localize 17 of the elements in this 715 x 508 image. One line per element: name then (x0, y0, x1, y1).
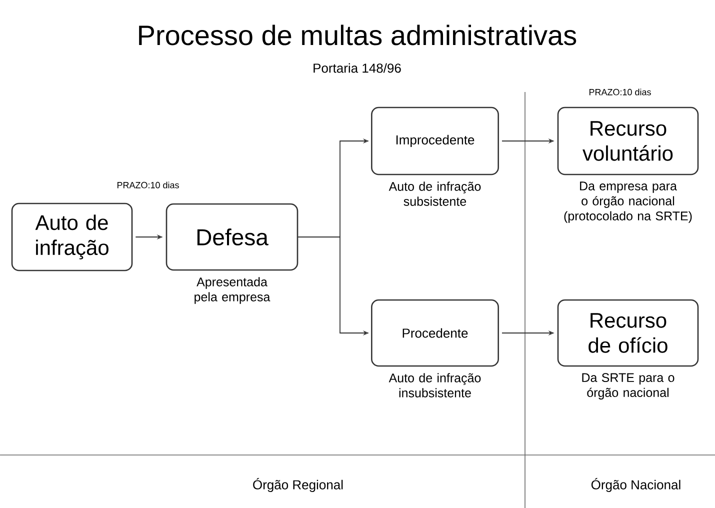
node-label: Da empresa para o órgão nacional (protocolado na SRTE) (564, 182, 692, 223)
process-box: Recurso voluntário (557, 106, 699, 176)
label: Órgão Nacional (591, 478, 680, 492)
process-box: Recurso de ofício (557, 299, 699, 367)
process-box: Procedente (371, 299, 499, 367)
label: PRAZO:10 dias (117, 182, 179, 188)
process-box: Auto de infração (11, 202, 133, 272)
title: Processo de multas administrativas (139, 24, 576, 46)
label: Portaria 148/96 (314, 63, 401, 73)
label: Órgão Regional (253, 478, 343, 492)
label: PRAZO:10 dias (589, 88, 651, 96)
node-label: Auto de infração subsistente (388, 182, 481, 206)
process-box: Defesa (166, 203, 298, 271)
node-label: Apresentada pela empresa (194, 277, 270, 304)
process-box: Improcedente (371, 106, 499, 176)
node-label: Da SRTE para o órgão nacional (582, 373, 674, 400)
node-label: Auto de infração insubsistente (388, 373, 481, 398)
